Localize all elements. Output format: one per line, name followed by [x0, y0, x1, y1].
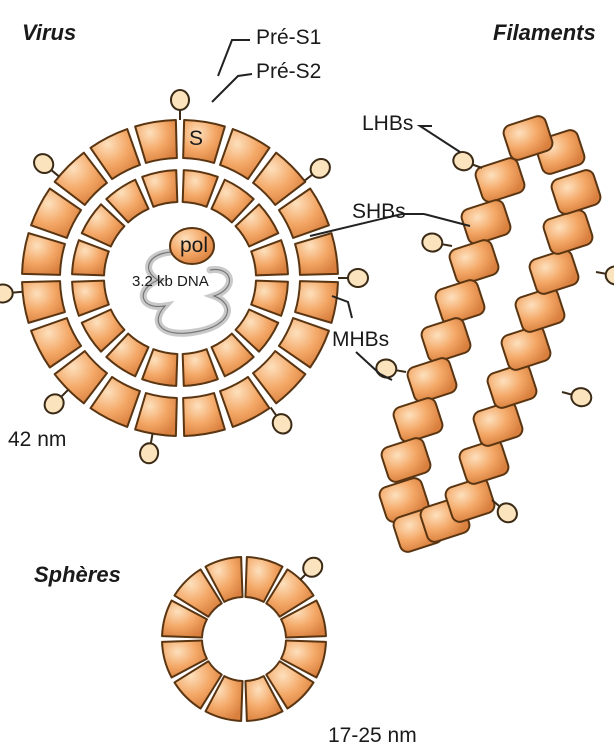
capsid-protein: [142, 349, 177, 386]
dna-label: 3.2 kb DNA: [132, 273, 209, 290]
pre-s-knob: [171, 90, 189, 110]
envelope-protein: [135, 393, 177, 436]
lhbs-leader: [420, 126, 460, 152]
lhbs-knob: [0, 284, 13, 304]
filaments-title: Filaments: [493, 20, 596, 45]
mhbs-knob: [348, 269, 368, 287]
envelope-protein: [135, 120, 177, 163]
envelope-protein: [22, 281, 65, 323]
capsid-protein: [183, 349, 218, 386]
filament-segment: [448, 238, 501, 286]
capsid-protein: [142, 170, 177, 207]
spheres-title: Sphères: [34, 562, 121, 587]
filament-segment: [474, 156, 527, 204]
pre-s1-label: Pré-S1: [256, 26, 321, 49]
filament-segment: [550, 168, 603, 216]
pre-s2-leader: [212, 74, 252, 102]
filament-particle: [375, 114, 614, 554]
pre-s2-label: Pré-S2: [256, 60, 321, 83]
virus-size-label: 42 nm: [8, 428, 66, 451]
lhbs-knob: [569, 386, 593, 409]
envelope-protein: [183, 393, 225, 436]
s-protein-label: S: [189, 127, 203, 150]
filament-segment: [528, 248, 581, 296]
capsid-protein: [72, 240, 109, 275]
filament-segment: [406, 356, 459, 404]
envelope-protein: [295, 233, 338, 275]
envelope-protein: [22, 233, 65, 275]
sphere-particle: [162, 554, 326, 721]
filament-segment: [460, 198, 513, 246]
mhbs-label: MHBs: [332, 328, 389, 351]
lhbs-knob: [138, 442, 159, 465]
filament-segment: [380, 436, 433, 484]
filament-segment: [420, 316, 473, 364]
mhbs-knob: [375, 358, 398, 379]
capsid-protein: [251, 281, 288, 316]
capsid-protein: [72, 281, 109, 316]
lhbs-knob: [421, 232, 444, 253]
lhbs-knob: [494, 500, 521, 527]
capsid-protein: [251, 240, 288, 275]
sphere-size-label: 17-25 nm: [328, 724, 417, 747]
envelope-protein: [295, 281, 338, 323]
pre-s1-leader: [218, 40, 250, 76]
lhbs-knob: [30, 150, 57, 177]
lhbs-label: LHBs: [362, 112, 413, 135]
lhbs-knob: [451, 149, 476, 173]
filament-segment: [392, 396, 445, 444]
lhbs-knob: [604, 265, 614, 286]
pol-label: pol: [180, 234, 208, 257]
capsid-protein: [183, 170, 218, 207]
filament-segment: [542, 208, 595, 256]
lhbs-knob: [269, 410, 295, 437]
shbs-label: SHBs: [352, 200, 406, 223]
lhbs-knob: [307, 155, 334, 181]
virus-title: Virus: [22, 20, 76, 45]
